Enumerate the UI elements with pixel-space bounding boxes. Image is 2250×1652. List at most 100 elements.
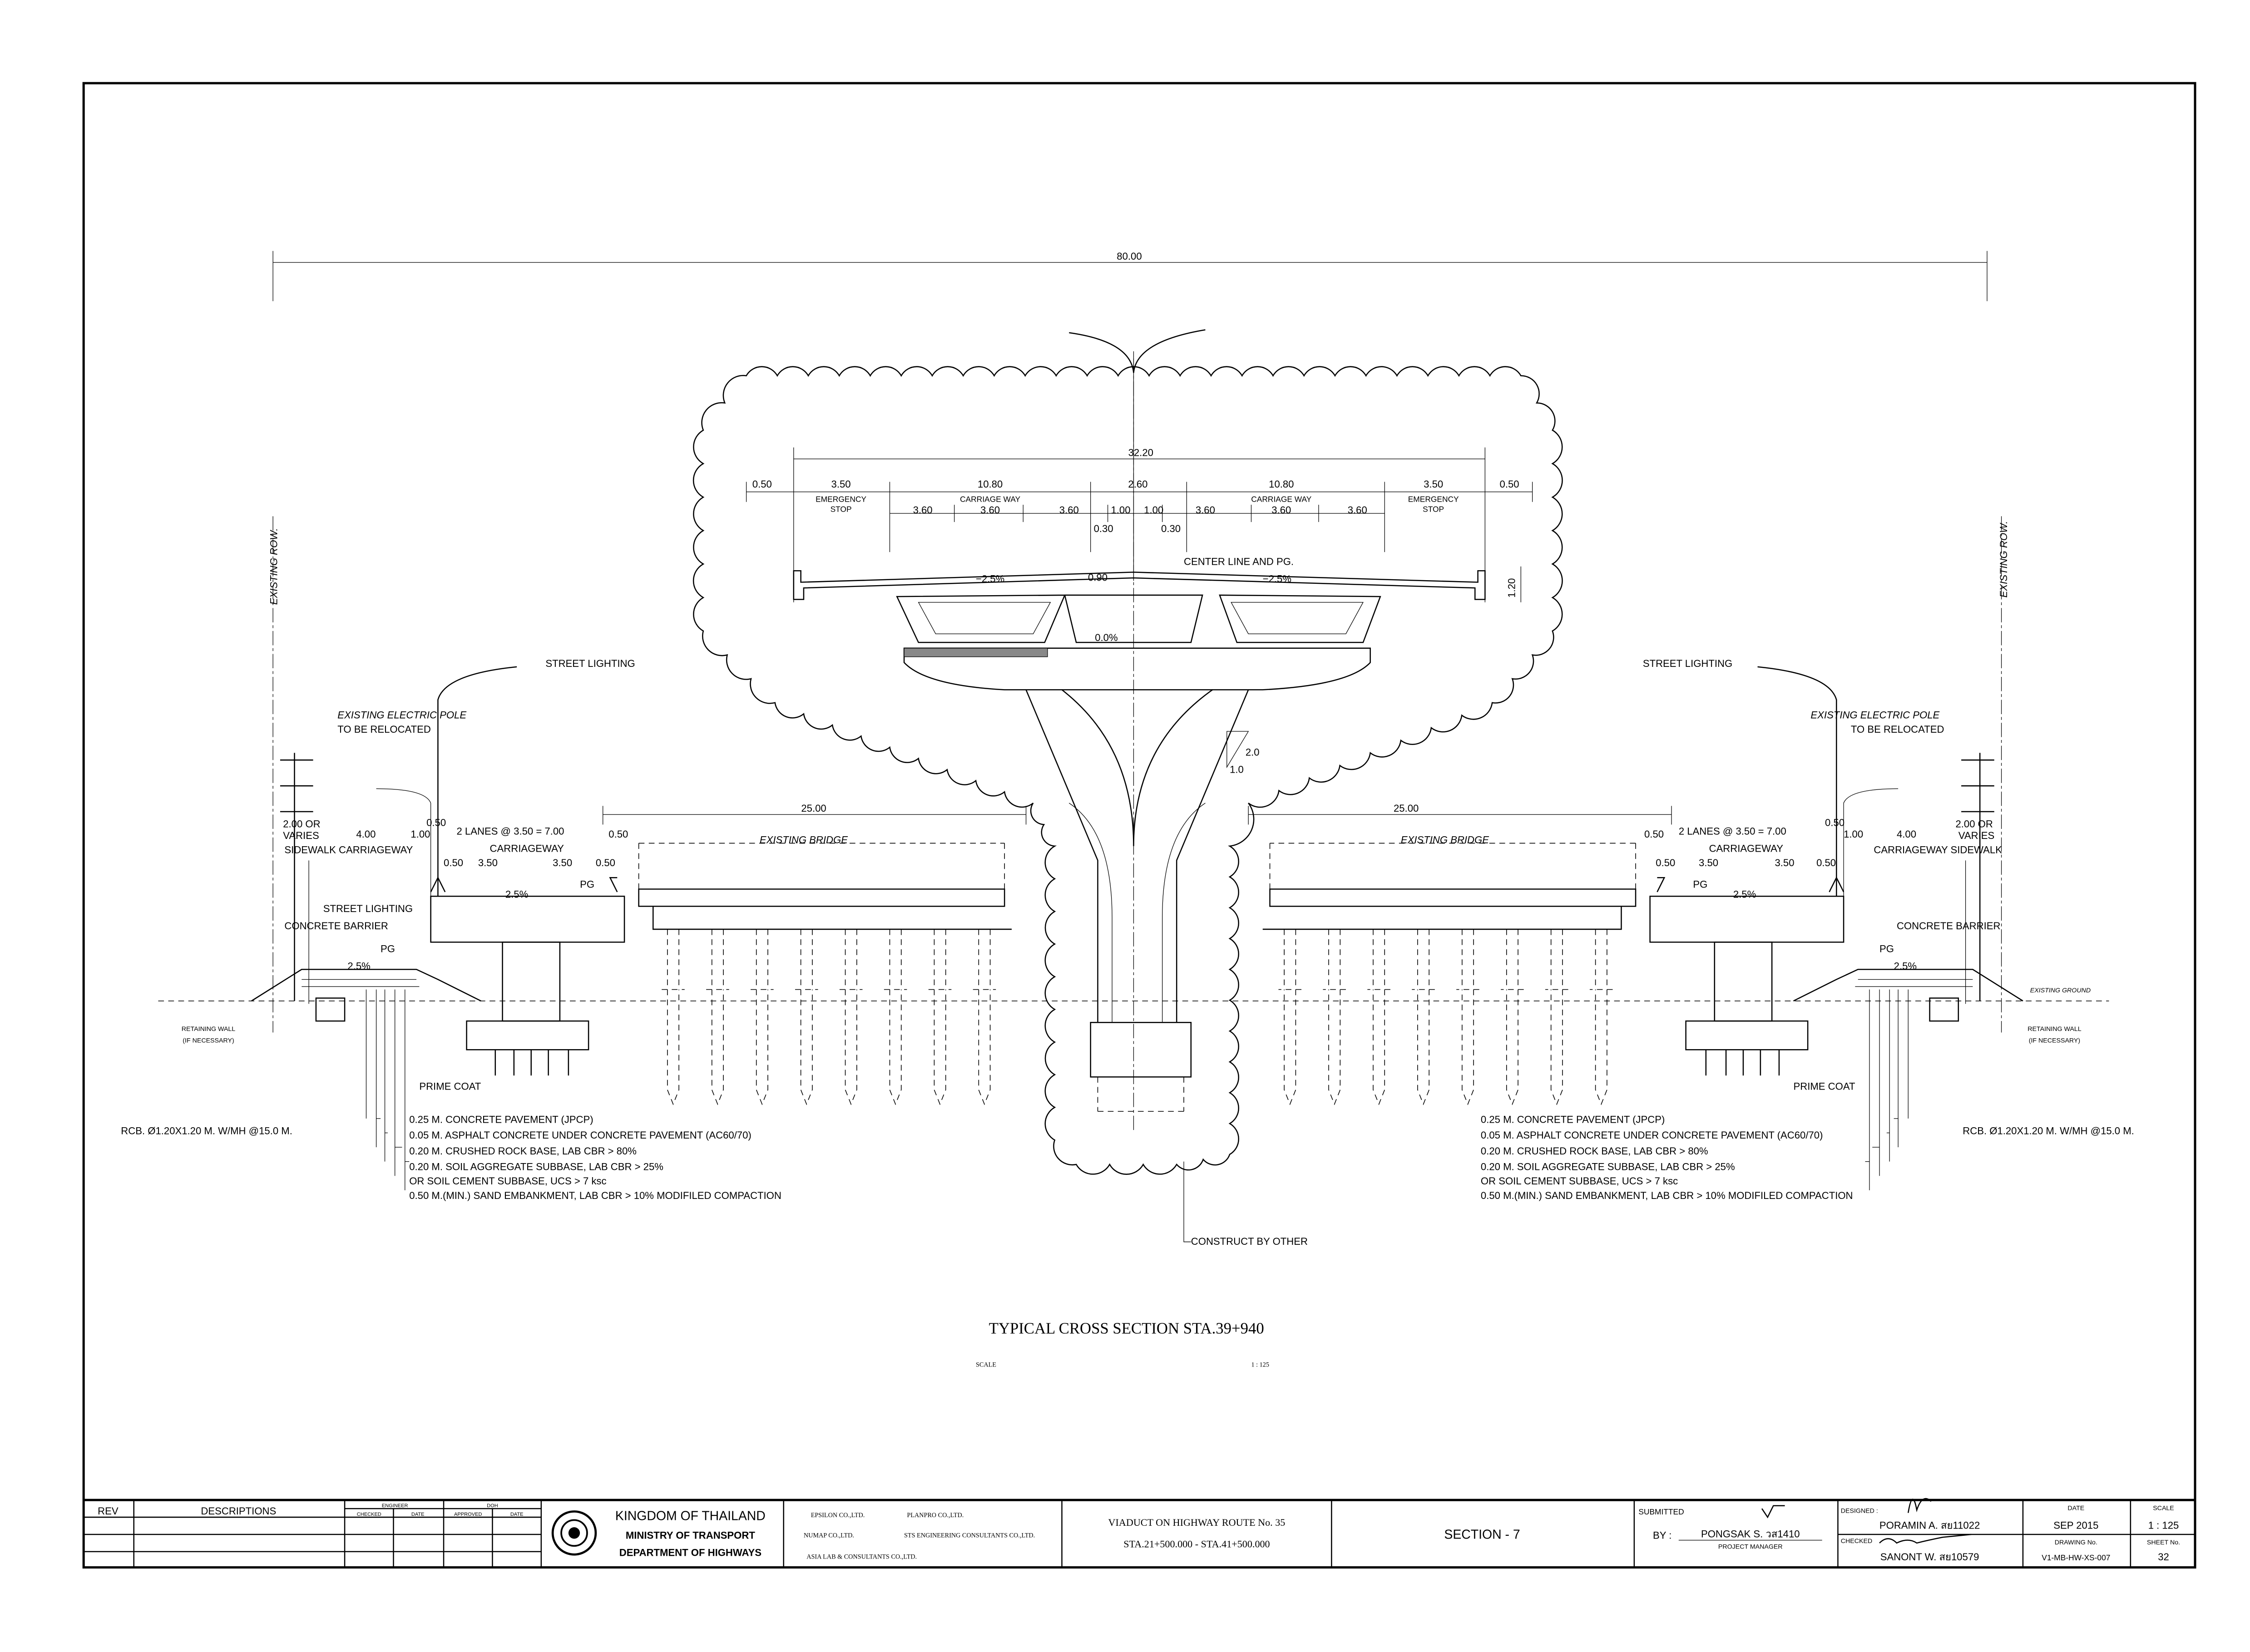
label: EXISTING BRIDGE bbox=[760, 834, 848, 845]
title-block: REV DESCRIPTIONS ENGINEER DOH CHECKED DA… bbox=[84, 1498, 2196, 1568]
dim: 0.50 bbox=[608, 828, 628, 840]
label: EXISTING BRIDGE bbox=[1401, 834, 1489, 845]
label: PG bbox=[381, 943, 395, 954]
dim: 10.80 bbox=[1269, 478, 1294, 490]
label: CONCRETE BARRIER bbox=[1897, 920, 2001, 932]
label: PG bbox=[580, 878, 594, 890]
drawing-title: TYPICAL CROSS SECTION STA.39+940 bbox=[989, 1320, 1264, 1337]
consultant: STS ENGINEERING CONSULTANTS CO.,LTD. bbox=[904, 1532, 1035, 1539]
label: (IF NECESSARY) bbox=[183, 1037, 234, 1044]
engineer-header: ENGINEER bbox=[382, 1503, 408, 1509]
dim: 2.0 bbox=[1246, 747, 1260, 758]
dim: 4.00 bbox=[356, 828, 376, 840]
dim: 0.90 bbox=[1088, 572, 1108, 583]
label: PRIME COAT bbox=[419, 1081, 481, 1092]
scale-value: 1 : 125 bbox=[1251, 1361, 1269, 1368]
dim: 0.30 bbox=[1161, 523, 1181, 534]
date-value: SEP 2015 bbox=[2053, 1519, 2098, 1531]
dim: 3.50 bbox=[478, 857, 498, 868]
layer-note: 0.05 M. ASPHALT CONCRETE UNDER CONCRETE … bbox=[1481, 1129, 1823, 1141]
label: EMERGENCY bbox=[1408, 495, 1459, 504]
dim: 2.00 OR bbox=[283, 819, 320, 830]
submitted-label: SUBMITTED bbox=[1638, 1507, 1684, 1516]
layer-note: 0.20 M. SOIL AGGREGATE SUBBASE, LAB CBR … bbox=[409, 1161, 663, 1173]
left-labels: EXISTING ROW. STREET LIGHTING EXISTING E… bbox=[121, 528, 848, 1201]
label: STREET LIGHTING bbox=[545, 658, 635, 669]
dim: 0.50 bbox=[1825, 817, 1845, 828]
dim: 3.50 bbox=[1775, 857, 1794, 868]
deck-width-dim: 32.20 bbox=[1128, 447, 1153, 459]
label: EXISTING GROUND bbox=[2030, 987, 2091, 994]
label: CARRIAGE WAY bbox=[1251, 495, 1312, 504]
checker-name: SANONT W. สย10579 bbox=[1880, 1551, 1979, 1563]
slope: 2.5% bbox=[1733, 888, 1756, 900]
right-labels: EXISTING ROW. STREET LIGHTING EXISTING E… bbox=[1394, 521, 2134, 1201]
label: RETAINING WALL bbox=[182, 1026, 235, 1033]
doh-header: DOH bbox=[487, 1503, 498, 1509]
dim: 0.50 bbox=[426, 817, 446, 828]
label: TO BE RELOCATED bbox=[1851, 724, 1944, 735]
drawing-no-label: DRAWING No. bbox=[2055, 1539, 2097, 1546]
dim: 1.00 bbox=[1111, 504, 1131, 516]
existing-pile bbox=[751, 929, 774, 1105]
project-title: VIADUCT ON HIGHWAY ROUTE No. 35 bbox=[1108, 1517, 1286, 1528]
by-label: BY : bbox=[1653, 1529, 1671, 1541]
label: RCB. Ø1.20X1.20 M. W/MH @15.0 M. bbox=[121, 1125, 292, 1137]
label: TO BE RELOCATED bbox=[337, 724, 431, 735]
dim: 3.50 bbox=[1699, 857, 1718, 868]
label: STOP bbox=[831, 505, 852, 514]
dim: 3.60 bbox=[1348, 504, 1367, 516]
sheet-no: 32 bbox=[2158, 1551, 2169, 1563]
dim: VARIES bbox=[1958, 830, 1994, 841]
consultant: ASIA LAB & CONSULTANTS CO.,LTD. bbox=[806, 1553, 917, 1561]
label: PG bbox=[1879, 943, 1894, 954]
sheet-border bbox=[82, 82, 2196, 1569]
existing-pile bbox=[839, 929, 863, 1105]
layer-note: OR SOIL CEMENT SUBBASE, UCS > 7 ksc bbox=[409, 1175, 606, 1187]
viaduct-section bbox=[746, 329, 1533, 1133]
dim: 2.00 OR bbox=[1955, 819, 1993, 830]
dim: 10.80 bbox=[978, 478, 1003, 490]
signature bbox=[1907, 1498, 1932, 1513]
layer-note: 0.25 M. CONCRETE PAVEMENT (JPCP) bbox=[409, 1114, 593, 1125]
dim: 0.30 bbox=[1094, 523, 1113, 534]
org-kingdom: KINGDOM OF THAILAND bbox=[615, 1509, 766, 1523]
label: STOP bbox=[1423, 505, 1444, 514]
overall-dimension: 80.00 bbox=[272, 251, 1988, 301]
dim: 1.0 bbox=[1230, 764, 1244, 775]
dim: 0.50 bbox=[1816, 857, 1836, 868]
checked-header: CHECKED bbox=[357, 1512, 381, 1517]
label: STREET LIGHTING bbox=[323, 903, 413, 914]
dim: 4.00 bbox=[1897, 828, 1916, 840]
label: CENTER LINE AND PG. bbox=[1184, 556, 1294, 567]
project-manager-title: PROJECT MANAGER bbox=[1718, 1544, 1783, 1551]
approved-header: APPROVED bbox=[454, 1512, 482, 1517]
layer-note: 0.20 M. CRUSHED ROCK BASE, LAB CBR > 80% bbox=[1481, 1145, 1708, 1157]
rev-header: REV bbox=[98, 1505, 119, 1517]
slope: 2.5% bbox=[347, 960, 370, 971]
label: CARRIAGE WAY bbox=[960, 495, 1021, 504]
lamp-pole-icon bbox=[1069, 329, 1206, 373]
dim: 25.00 bbox=[801, 803, 826, 814]
signature bbox=[1761, 1505, 1785, 1519]
dim: 2.60 bbox=[1128, 478, 1147, 490]
layer-note: 0.50 M.(MIN.) SAND EMBANKMENT, LAB CBR >… bbox=[409, 1190, 781, 1201]
sheet-no-label: SHEET No. bbox=[2147, 1539, 2180, 1546]
label: (IF NECESSARY) bbox=[2029, 1037, 2080, 1044]
label: EMERGENCY bbox=[816, 495, 866, 504]
label: CONCRETE BARRIER bbox=[284, 920, 388, 932]
label: EXISTING ELECTRIC POLE bbox=[337, 710, 466, 721]
org-department: DEPARTMENT OF HIGHWAYS bbox=[619, 1547, 762, 1558]
layer-note: 0.20 M. CRUSHED ROCK BASE, LAB CBR > 80% bbox=[409, 1145, 637, 1157]
existing-pile bbox=[928, 929, 952, 1105]
scale-label: SCALE bbox=[976, 1361, 996, 1368]
label: PG bbox=[1693, 878, 1707, 890]
existing-pile bbox=[706, 929, 729, 1105]
existing-pile bbox=[973, 929, 996, 1105]
designer-name: PORAMIN A. สย11022 bbox=[1879, 1519, 1980, 1531]
dim: 0.50 bbox=[596, 857, 615, 868]
layer-note: 0.25 M. CONCRETE PAVEMENT (JPCP) bbox=[1481, 1114, 1665, 1125]
dim: 1.20 bbox=[1506, 578, 1518, 598]
existing-pile bbox=[662, 929, 685, 1105]
